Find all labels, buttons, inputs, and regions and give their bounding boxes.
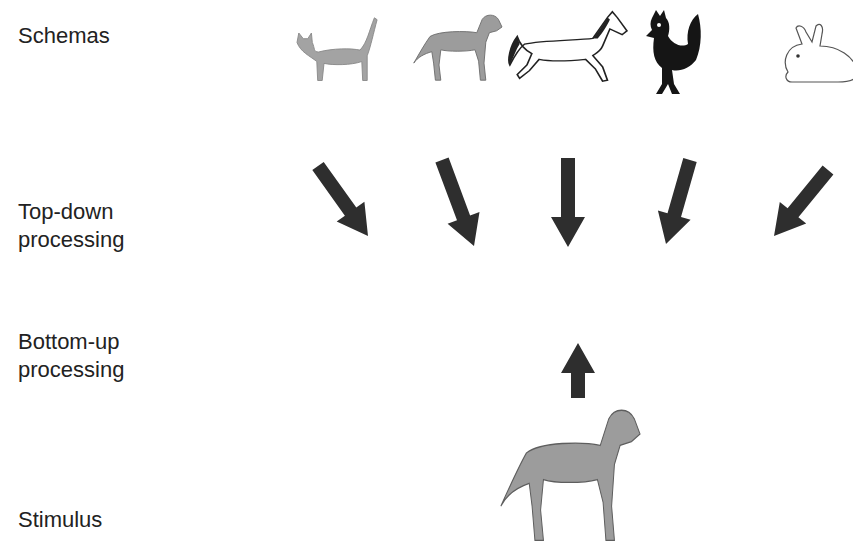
cat-schema: [297, 18, 377, 81]
horse-outline: [509, 12, 627, 81]
row-label: Top-down processing: [18, 198, 136, 253]
top-down-arrow: [658, 158, 697, 244]
dog-silhouette: [414, 15, 502, 80]
horse-mane: [593, 18, 610, 39]
rabbit-schema: [785, 24, 853, 82]
horse-tail: [509, 37, 520, 66]
dog-silhouette: [501, 410, 640, 540]
rooster-eye: [657, 23, 661, 27]
top-down-arrow: [435, 158, 479, 246]
top-down-arrow: [774, 166, 833, 236]
cat-silhouette: [297, 18, 377, 81]
row-label: Schemas: [18, 22, 178, 50]
rooster-silhouette: [646, 10, 701, 94]
top-down-arrow: [551, 158, 585, 247]
row-label: Stimulus: [18, 506, 178, 534]
row-label: Bottom-up processing: [18, 328, 140, 383]
horse-schema: [509, 12, 627, 81]
rabbit-eye: [796, 54, 800, 58]
rooster-schema: [646, 10, 701, 94]
arrow-group: [312, 158, 833, 398]
bottom-up-arrow: [561, 343, 595, 398]
rabbit-outline: [785, 24, 853, 82]
stimulus-dog: [501, 410, 640, 540]
top-down-arrow: [312, 162, 368, 236]
dog-schema: [414, 15, 502, 80]
